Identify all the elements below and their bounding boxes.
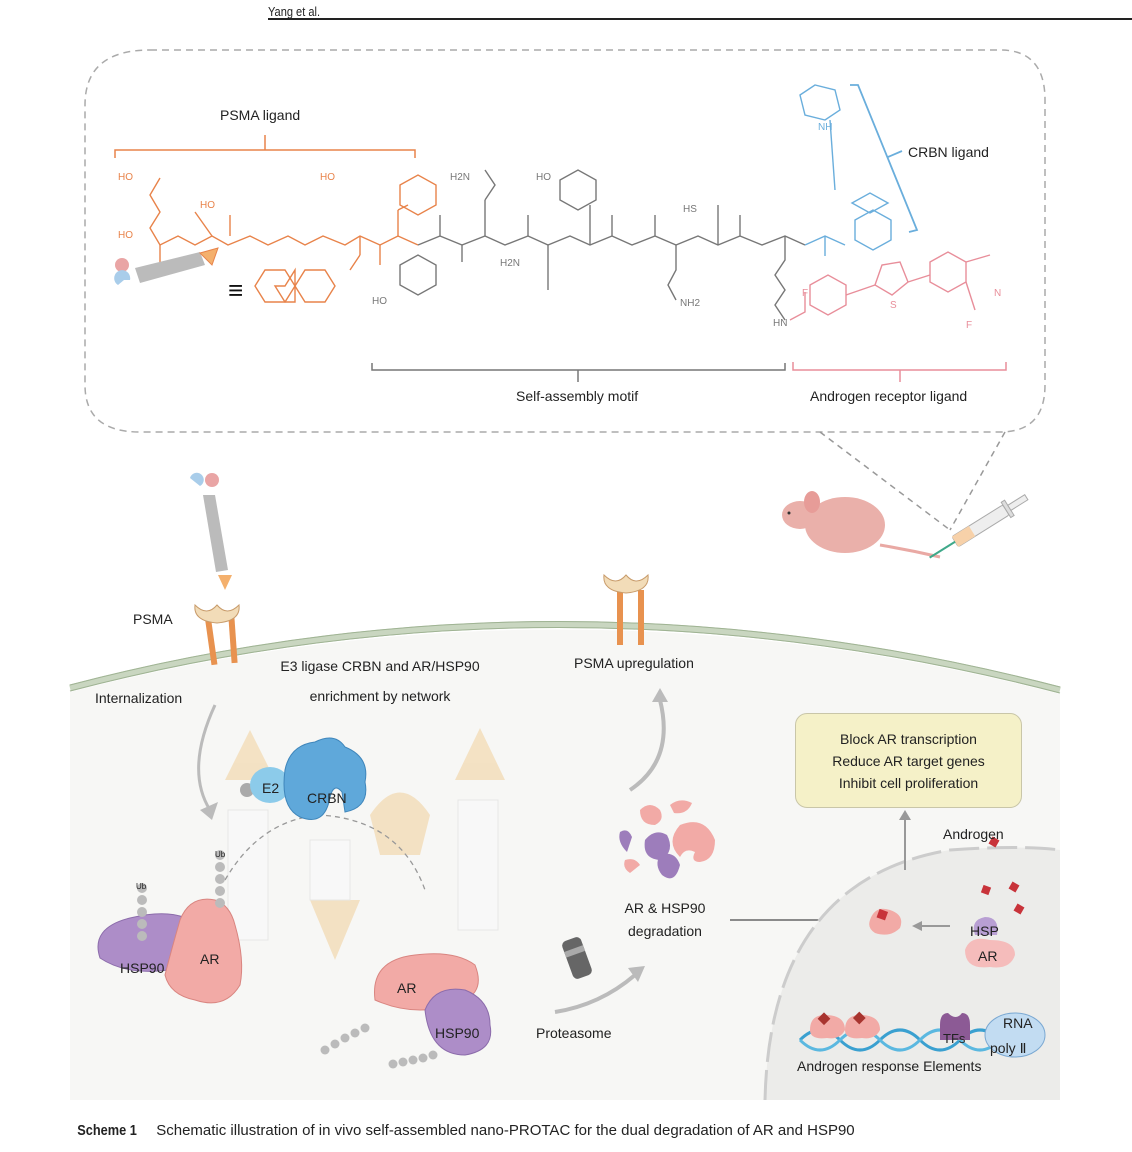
atom-label-h2n: H2N xyxy=(500,258,521,269)
tfs-label: TFs xyxy=(943,1031,966,1046)
psma-upregulation-label: PSMA upregulation xyxy=(574,655,694,671)
syringe-icon xyxy=(929,493,1029,559)
structure-callout-border xyxy=(84,49,1046,433)
atom-label-hs: HS xyxy=(683,204,697,215)
right-ar-hsp90-complex xyxy=(374,953,492,1056)
self-assembly-motif-label: Self-assembly motif xyxy=(516,388,639,404)
psma-ligand-bracket xyxy=(114,135,416,158)
e2-crbn-complex xyxy=(240,737,367,820)
crbn-ligand-label: CRBN ligand xyxy=(908,144,989,160)
internalization-label: Internalization xyxy=(95,690,183,706)
atom-label-ho: HO xyxy=(118,172,133,183)
hsp90-label: HSP90 xyxy=(435,1025,480,1041)
mouse-illustration xyxy=(782,491,941,559)
atom-label-n: N xyxy=(994,288,1002,299)
ar-ligand-bracket xyxy=(792,362,1007,382)
rna-pol-shape xyxy=(984,1012,1046,1058)
crbn-ligand-bracket xyxy=(850,84,919,233)
left-ar-hsp90-complex xyxy=(97,898,243,1004)
ub-label: Ub xyxy=(136,882,147,891)
atom-label-ho: HO xyxy=(372,296,387,307)
atom-label-hn: HN xyxy=(773,318,788,329)
hsp-label: HSP xyxy=(970,923,999,939)
atom-label-nh2: NH2 xyxy=(680,298,701,309)
atom-label-f: F xyxy=(802,288,809,299)
degraded-fragments xyxy=(619,800,715,879)
self-assembly-bracket xyxy=(371,363,786,382)
poly-label: poly Ⅱ xyxy=(990,1040,1027,1056)
enrichment-label-line2: enrichment by network xyxy=(309,688,451,704)
ar-label: AR xyxy=(397,980,417,996)
caption-text: Schematic illustration of in vivo self-a… xyxy=(156,1122,855,1139)
ub-chain-right xyxy=(320,1023,438,1069)
protac-cartoon-icon xyxy=(114,247,219,285)
atom-label-s: S xyxy=(890,300,897,311)
atom-label-h2n: H2N xyxy=(450,172,471,183)
atom-label-ho: HO xyxy=(118,230,133,241)
atom-label-f: F xyxy=(966,320,973,331)
crbn-ligand-structure xyxy=(799,84,892,256)
psma-receptor-left xyxy=(194,603,240,666)
proteasome-icon xyxy=(562,937,592,979)
self-assembly-structure xyxy=(399,169,806,321)
incoming-protac-icon xyxy=(190,472,232,590)
upregulation-arrow xyxy=(628,699,666,792)
ar-label: AR xyxy=(200,951,220,967)
ar-ligand-structure xyxy=(789,251,991,321)
hsp90-label: HSP90 xyxy=(120,960,165,976)
ub-chain-left xyxy=(137,850,225,941)
proteasome-arrow xyxy=(554,973,637,1014)
ub-label: Ub xyxy=(215,850,226,859)
degradation-label-line1: AR & HSP90 xyxy=(624,900,706,916)
effect-item: Inhibit cell proliferation xyxy=(838,774,979,791)
androgen-label: Androgen xyxy=(943,826,1004,842)
tfs-shape xyxy=(940,1013,970,1040)
effects-box: Block AR transcription Reduce AR target … xyxy=(795,713,1022,808)
self-assembled-network xyxy=(225,728,505,960)
atom-label-ho: HO xyxy=(200,200,215,211)
atom-label-ho: HO xyxy=(536,172,551,183)
rna-label: RNA xyxy=(1003,1015,1033,1031)
psma-label: PSMA xyxy=(133,611,173,627)
e2-label: E2 xyxy=(262,780,280,796)
figure-caption: Scheme 1 Schematic illustration of in vi… xyxy=(72,1122,855,1139)
equivalence-symbol: ≡ xyxy=(228,275,244,305)
hsp-ar-complex xyxy=(965,917,1015,968)
effect-item: Reduce AR target genes xyxy=(832,752,985,769)
nucleus-ar-label: AR xyxy=(978,948,998,964)
are-label: Androgen response Elements xyxy=(797,1058,982,1074)
running-header-author: Yang et al. xyxy=(268,4,321,19)
atom-label-nh: NH xyxy=(818,122,833,133)
effect-item: Block AR transcription xyxy=(840,730,977,747)
psma-ligand-structure xyxy=(149,174,437,303)
androgen-receptor-ligand-label: Androgen receptor ligand xyxy=(810,388,968,404)
callout-line-left xyxy=(819,431,951,531)
header-rule xyxy=(268,18,1132,20)
crbn-label: CRBN xyxy=(307,790,347,806)
dna-bound-ar xyxy=(810,1015,880,1039)
proteasome-label: Proteasome xyxy=(536,1025,612,1041)
ar-androgen-complex xyxy=(869,908,902,935)
psma-ligand-label: PSMA ligand xyxy=(220,107,301,123)
internalization-arrow xyxy=(197,704,217,811)
caption-label: Scheme 1 xyxy=(77,1122,137,1139)
atom-label-ho: HO xyxy=(320,172,335,183)
callout-line-right xyxy=(949,431,1006,531)
androgen-molecules xyxy=(980,836,1025,915)
psma-receptor-right xyxy=(603,573,649,645)
degradation-label-line2: degradation xyxy=(628,923,702,939)
enrichment-label-line1: E3 ligase CRBN and AR/HSP90 xyxy=(280,658,480,674)
